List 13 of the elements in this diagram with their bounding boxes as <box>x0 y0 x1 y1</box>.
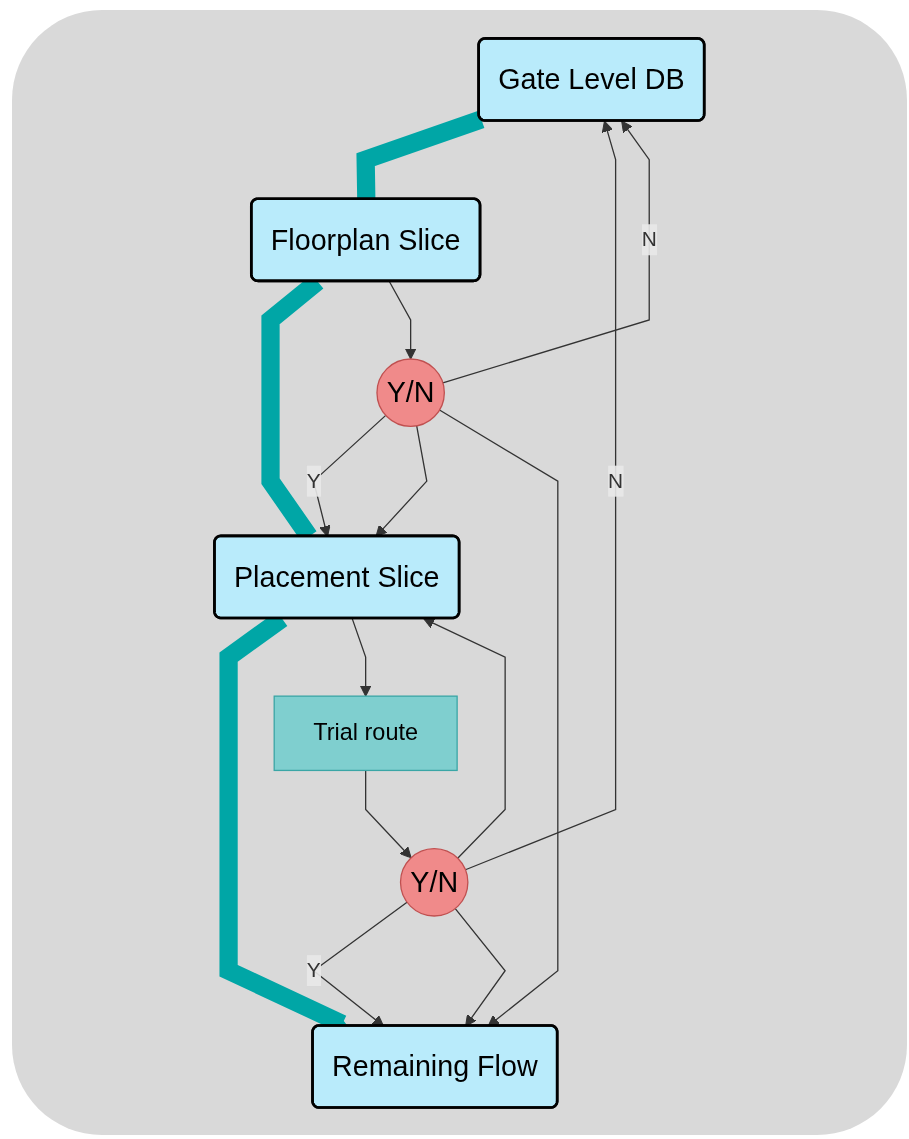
edge-label: N <box>641 227 657 250</box>
arrow <box>442 120 651 383</box>
arrow <box>351 617 372 697</box>
arrow <box>388 280 417 360</box>
edge-label: Y <box>306 958 321 981</box>
node-box: Trial route <box>273 695 458 771</box>
arrow <box>423 617 506 859</box>
edge-label: N <box>608 468 624 492</box>
arrow <box>365 769 412 858</box>
arrow <box>465 120 617 870</box>
edge-label: Y <box>306 468 321 492</box>
node-circle: Y/N <box>400 847 469 917</box>
node-circle: Y/N <box>376 357 446 427</box>
